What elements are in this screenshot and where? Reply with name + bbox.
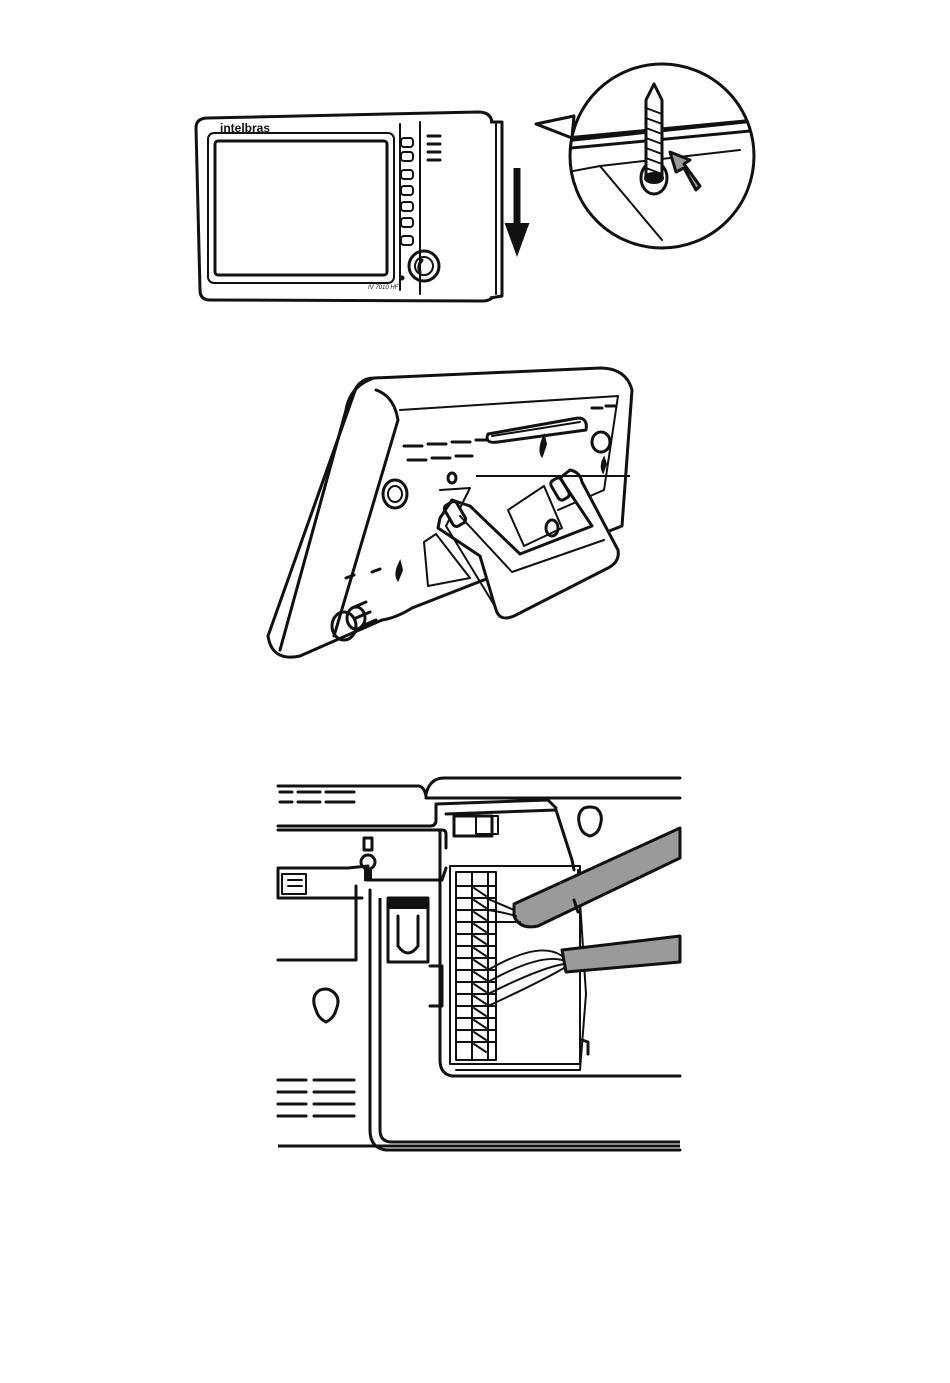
cable-lower <box>488 936 680 1006</box>
terminal-block-wiring <box>278 778 680 1150</box>
cable-upper <box>486 828 680 927</box>
figure-terminal-wiring <box>0 770 950 1170</box>
down-arrow-icon <box>506 168 528 254</box>
monitor-back-stand <box>268 368 632 657</box>
screw-detail-icon <box>530 60 770 260</box>
figure-monitor-back <box>0 350 950 670</box>
figure-monitor-front: intelbras IV 7010 HF <box>0 0 950 330</box>
brand-logo: intelbras <box>220 121 270 135</box>
monitor-front: intelbras IV 7010 HF <box>196 112 502 301</box>
model-label: IV 7010 HF <box>368 285 399 291</box>
